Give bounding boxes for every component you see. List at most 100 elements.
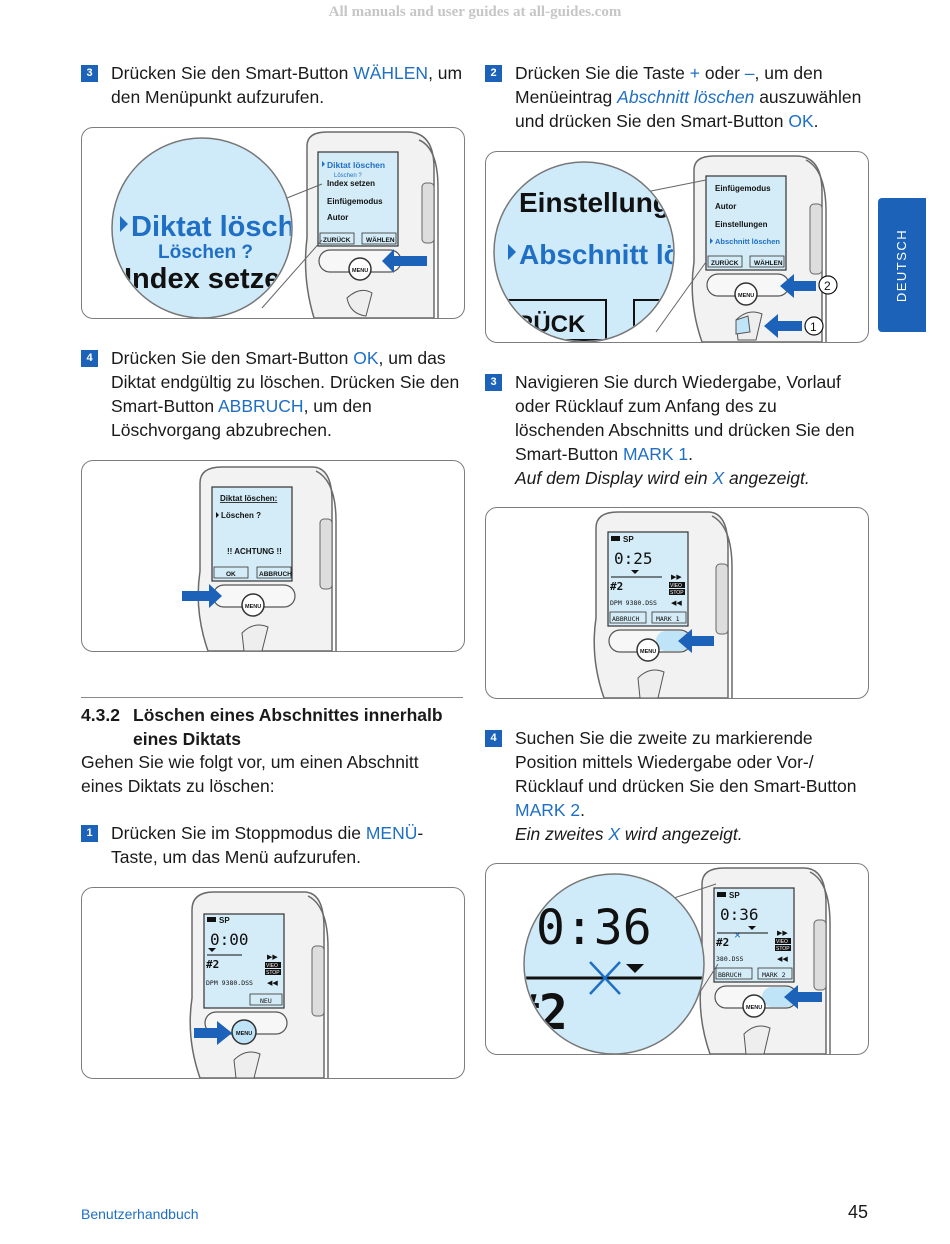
screen-line: Diktat löschen <box>327 160 385 170</box>
step-text: , um den Löschvorgang abzubrechen. <box>111 396 372 440</box>
svg-text:◀◀: ◀◀ <box>671 600 682 607</box>
step-number: 4 <box>81 350 98 367</box>
screen-line: Einfügemodus <box>327 197 383 206</box>
softkey-right: MARK 1 <box>656 615 680 623</box>
softkey-left: ABBRUCH <box>612 615 639 623</box>
screen-line: Löschen ? <box>334 173 362 179</box>
language-tab-label: DEUTSCH <box>894 228 910 302</box>
intro-text: Gehen Sie wie folgt vor, um einen Abschn… <box>81 752 419 796</box>
step-text: . <box>813 111 819 131</box>
arrow-left-button-icon <box>182 584 222 608</box>
step-number: 3 <box>485 374 502 391</box>
menu-button <box>348 257 372 281</box>
key-label: – <box>744 63 755 83</box>
section-divider <box>81 697 463 698</box>
step-number: 4 <box>485 730 502 747</box>
step-right-2: 2 Drücken Sie die Taste + oder –, um den… <box>485 61 870 133</box>
screen-line: Diktat löschen: <box>220 494 277 503</box>
note-key: X <box>608 824 621 844</box>
time-readout: 0:00 <box>210 930 249 949</box>
svg-text:▶▶: ▶▶ <box>777 930 788 937</box>
file-name: DPM 9380.DSS <box>206 979 253 987</box>
zoom-line: Abschnitt lösche <box>519 239 745 270</box>
key-label: MENÜ <box>365 823 418 843</box>
screen-line: SP <box>219 916 230 925</box>
softkey-right: WÄHLEN <box>754 259 783 267</box>
callout-2: 2 <box>824 279 831 293</box>
key-label: OK <box>353 348 379 368</box>
key-label: MARK 1 <box>622 444 689 464</box>
screen-line: #2 <box>610 580 623 593</box>
step-text: Navigieren Sie durch Wiedergabe, Vorlauf… <box>515 372 855 464</box>
zoom-line: Löschen ? <box>158 242 253 263</box>
menu-button <box>241 593 265 617</box>
screen-line: Autor <box>715 202 736 211</box>
menu-button <box>231 1019 257 1045</box>
badge: VIEO <box>776 939 788 945</box>
figure-stop-mode-menu: SP 0:00 #2 ▶▶ VIEO STOP DPM 9380.DSS ◀◀ … <box>81 887 465 1079</box>
note-text: Auf dem Display wird ein <box>515 468 713 488</box>
step-right-3: 3 Navigieren Sie durch Wiedergabe, Vorla… <box>485 370 870 490</box>
screen-line: Einfügemodus <box>715 184 771 193</box>
step-text: , um den Menüpunkt aufzurufen. <box>111 63 463 107</box>
screen-line: SP <box>729 891 740 900</box>
softkey-right: WÄHLEN <box>366 236 395 244</box>
step-left-1: 1 Drücken Sie im Stoppmodus die MENÜ-Tas… <box>81 821 466 869</box>
step-number: 3 <box>81 65 98 82</box>
arrow-mark-button-icon <box>784 985 822 1009</box>
menu-button <box>636 638 660 662</box>
step-text: Drücken Sie den Smart-Button <box>111 63 354 83</box>
svg-text:MENU: MENU <box>236 1031 252 1037</box>
arrow-2-icon <box>780 274 816 298</box>
screen-line: #2 <box>716 936 729 949</box>
screen-line: Einstellungen <box>715 220 768 229</box>
svg-text:◀◀: ◀◀ <box>267 980 278 987</box>
step-text: -Taste, um das Menü aufzurufen. <box>111 823 424 867</box>
svg-text:MENU: MENU <box>738 293 754 299</box>
arrow-mark-button-icon <box>678 629 714 653</box>
step-text: , um den Menüeintrag <box>515 63 823 107</box>
time-readout: 0:36 <box>720 905 759 924</box>
section-title: Löschen eines Abschnittes innerhalb eine… <box>133 705 443 749</box>
step-number: 1 <box>81 825 98 842</box>
figure-mark-2: SP 0:36 × #2 ▶▶ VIEO STOP 380.DSS ◀◀ BBR… <box>485 863 869 1055</box>
time-readout: 0:25 <box>614 549 653 568</box>
svg-text:×: × <box>734 928 741 942</box>
step-number: 2 <box>485 65 502 82</box>
step-text: oder <box>700 63 745 83</box>
key-label: + <box>689 63 701 83</box>
step-text: Drücken Sie den Smart-Button <box>111 348 354 368</box>
svg-text:MENU: MENU <box>352 268 368 274</box>
file-name: 380.DSS <box>716 955 743 963</box>
watermark: All manuals and user guides at all-guide… <box>328 4 622 20</box>
note-text: wird angezeigt. <box>620 824 743 844</box>
softkey-left: BBRUCH <box>718 971 742 979</box>
softkey-left: ZURÜCK <box>711 258 739 267</box>
svg-text:MENU: MENU <box>245 604 261 610</box>
arrow-menu-button-icon <box>194 1021 232 1045</box>
screen-line: Abschnitt löschen <box>715 237 780 246</box>
arrow-right-button-icon <box>382 249 427 273</box>
badge: STOP <box>670 590 684 596</box>
page-number: 45 <box>847 1202 868 1222</box>
menu-item-label: Abschnitt löschen <box>617 87 755 107</box>
badge: VIEO <box>266 963 278 969</box>
zoom-line: Diktat löschen <box>131 211 329 243</box>
language-tab: DEUTSCH <box>878 198 926 332</box>
menu-button <box>742 994 766 1018</box>
screen-line: Index setzen <box>327 179 375 188</box>
zoom-line: Einstellungen <box>519 187 703 218</box>
zoom-time: 0:36 <box>536 900 652 956</box>
arrow-1-icon <box>764 314 802 338</box>
svg-text:◀◀: ◀◀ <box>777 956 788 963</box>
screen-line: SP <box>623 535 634 544</box>
badge: VIEO <box>670 583 682 589</box>
figure-select-section-delete: Einfügemodus Autor Einstellungen Abschni… <box>485 151 869 343</box>
note-key: X <box>712 468 725 488</box>
badge: STOP <box>266 970 280 976</box>
screen-line: !! ACHTUNG !! <box>227 547 282 556</box>
softkey-right: MARK 2 <box>762 971 786 979</box>
step-text: , um das Diktat endgültig zu löschen. Dr… <box>111 348 460 416</box>
figure-mark-1: SP 0:25 #2 ▶▶ VIEO STOP DPM 9380.DSS ◀◀ … <box>485 507 869 699</box>
